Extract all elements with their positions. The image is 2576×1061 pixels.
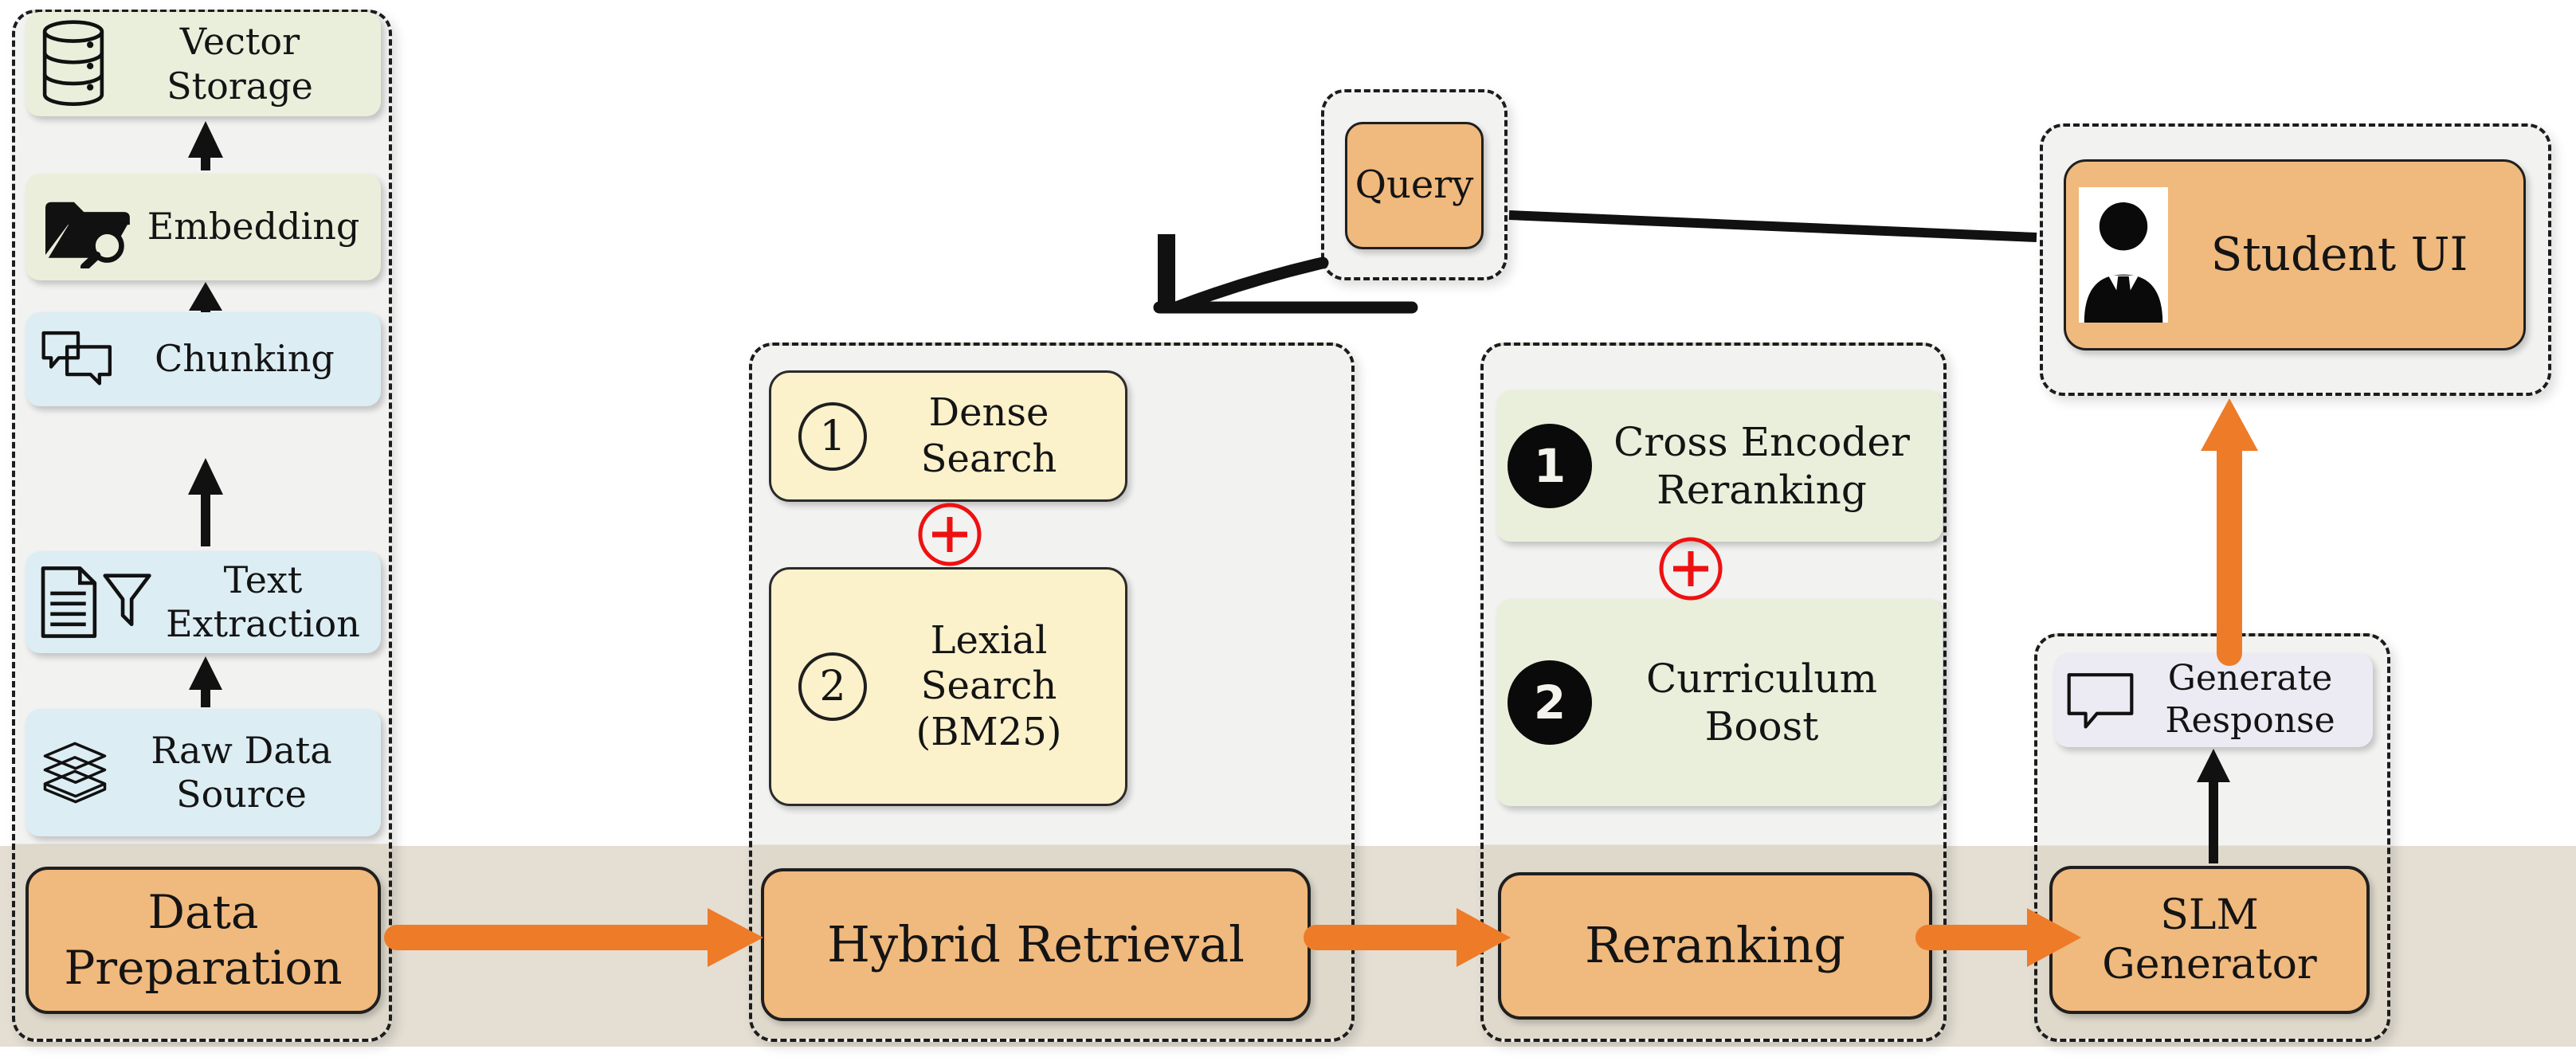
chunking-label: Chunking	[155, 337, 335, 381]
query-box: Query	[1345, 122, 1484, 249]
lexial-search-label: Lexial Search (BM25)	[916, 617, 1062, 754]
student-ui-label: Student UI	[2210, 227, 2468, 282]
folder-search-icon	[37, 186, 137, 268]
vector-storage-label: Vector Storage	[167, 20, 313, 108]
cross-encoder-number-badge: 1	[1508, 424, 1592, 508]
hybrid-retrieval-stage-label: Hybrid Retrieval	[827, 914, 1245, 973]
speech-bubble-icon	[2064, 669, 2137, 731]
lexial-search-box: 2 Lexial Search (BM25)	[769, 567, 1127, 806]
student-ui-box: Student UI	[2064, 159, 2526, 350]
generate-response-box: Generate Response	[2054, 653, 2373, 747]
slm-generator-stage-label: SLM Generator	[2102, 891, 2317, 989]
vector-storage-box: Vector Storage	[25, 12, 381, 116]
embedding-box: Embedding	[25, 174, 381, 280]
cross-encoder-box: 1 Cross Encoder Reranking	[1496, 390, 1943, 542]
flow-arrow-slm-to-student-ui	[2201, 398, 2258, 666]
data-preparation-stage-label: Data Preparation	[64, 884, 343, 995]
curriculum-boost-label: Curriculum Boost	[1645, 656, 1878, 750]
curriculum-boost-box: 2 Curriculum Boost	[1496, 599, 1943, 806]
reranking-stage-label: Reranking	[1585, 916, 1845, 975]
embedding-label: Embedding	[147, 205, 360, 249]
lexial-search-number-badge: 2	[798, 652, 867, 721]
document-funnel-icon	[33, 562, 153, 642]
dense-search-label: Dense Search	[920, 390, 1057, 481]
person-icon	[2079, 187, 2168, 323]
slm-generator-stage-box: SLM Generator	[2049, 866, 2370, 1014]
curriculum-boost-number-badge: 2	[1508, 660, 1592, 745]
chunking-box: Chunking	[25, 312, 381, 406]
dense-search-box: 1 Dense Search	[769, 370, 1127, 502]
connector-student-ui-to-query	[1508, 210, 2037, 242]
raw-data-source-box: Raw Data Source	[25, 709, 381, 836]
generate-response-label: Generate Response	[2165, 658, 2335, 741]
text-extraction-box: Text Extraction	[25, 551, 381, 653]
text-extraction-label: Text Extraction	[166, 558, 360, 645]
cross-encoder-label: Cross Encoder Reranking	[1613, 419, 1910, 513]
chat-bubbles-icon	[37, 323, 120, 395]
data-preparation-stage-box: Data Preparation	[25, 867, 381, 1014]
reranking-stage-box: Reranking	[1498, 872, 1932, 1020]
hybrid-retrieval-stage-box: Hybrid Retrieval	[761, 868, 1311, 1021]
database-icon	[37, 18, 110, 111]
raw-data-source-label: Raw Data Source	[151, 728, 332, 816]
books-stack-icon	[37, 736, 113, 809]
query-label: Query	[1355, 162, 1474, 208]
dense-search-number-badge: 1	[798, 401, 867, 471]
